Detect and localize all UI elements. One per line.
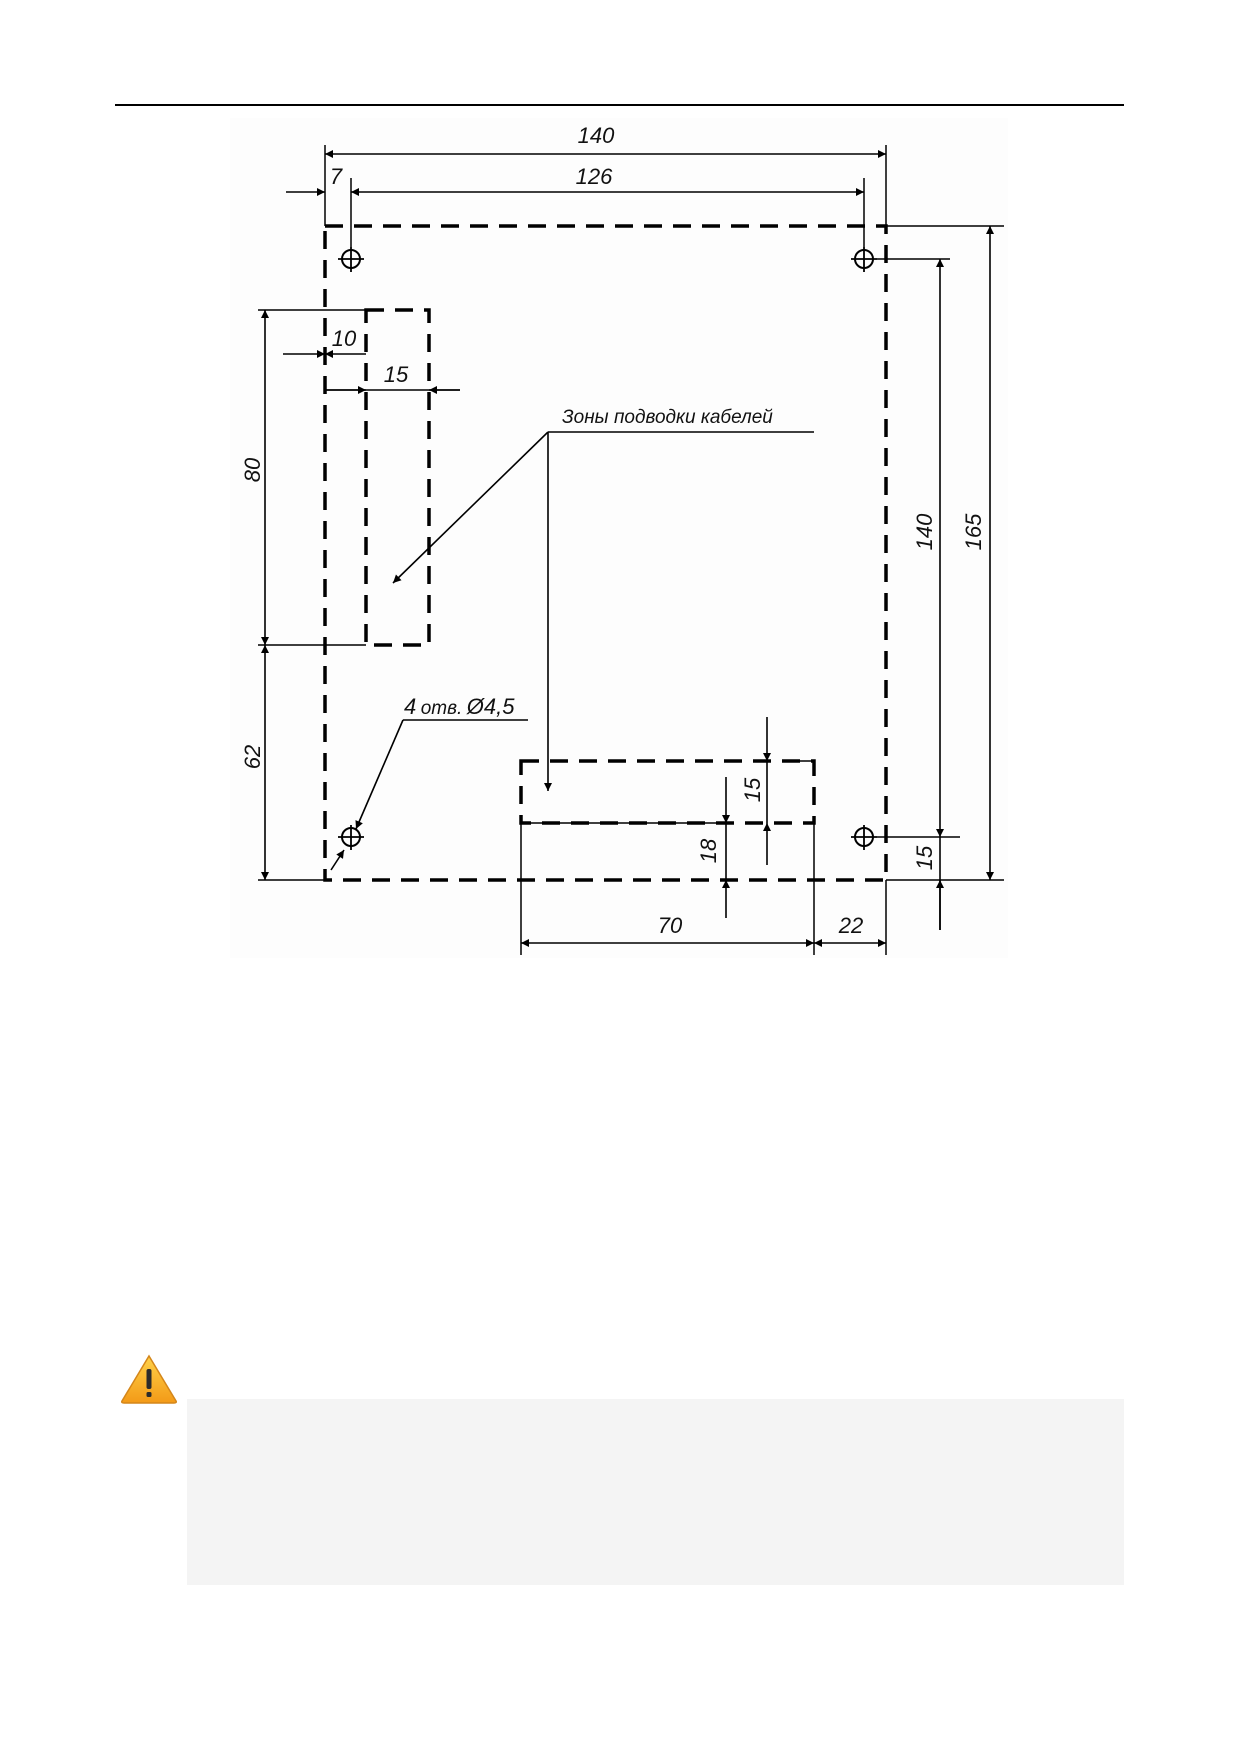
mounting-hole-top-right	[851, 247, 877, 272]
holes-leader	[330, 719, 528, 871]
dim-hole-spacing-x: 126	[576, 164, 613, 189]
dim-overall-width: 140	[578, 123, 615, 148]
dim-zone-bottom: 62	[240, 745, 265, 769]
mounting-hole-top-left	[338, 247, 364, 272]
holes-label-diameter: Ø4,5	[466, 694, 515, 719]
mounting-drawing: 140 126 7 10 15 80 62 140 165 15 15 18 7…	[240, 123, 1004, 955]
dim-bottom-zone-right: 22	[838, 913, 863, 938]
dim-bottom-zone-width: 70	[658, 913, 683, 938]
extension-lines	[258, 145, 1004, 955]
holes-label-count: 4	[404, 694, 416, 719]
dim-zone-width: 15	[384, 362, 409, 387]
dim-hole-offset-x: 7	[330, 164, 343, 189]
dim-zone-height: 80	[240, 457, 265, 482]
dim-bottom-zone-depth: 15	[740, 777, 765, 802]
dim-hole-spacing-y: 140	[912, 513, 937, 550]
dim-bottom-zone-offset: 18	[696, 838, 721, 863]
holes-label: 4 отв. Ø4,5	[404, 694, 515, 719]
dim-hole-offset-y: 15	[912, 845, 937, 870]
housing-outline	[323, 224, 888, 882]
header-rule	[115, 104, 1124, 106]
bottom-cable-zone	[519, 759, 816, 825]
mounting-hole-bottom-left	[338, 825, 364, 850]
cable-zones-leader	[392, 431, 814, 791]
left-cable-zone	[364, 308, 431, 647]
warning-box	[187, 1399, 1124, 1585]
dim-overall-height: 165	[961, 513, 986, 550]
cable-zones-label: Зоны подводки кабелей	[562, 407, 773, 428]
holes-label-abbr: отв.	[421, 698, 463, 719]
mounting-hole-bottom-right	[851, 825, 877, 850]
warning-icon	[121, 1354, 177, 1404]
dim-zone-offset: 10	[332, 326, 357, 351]
